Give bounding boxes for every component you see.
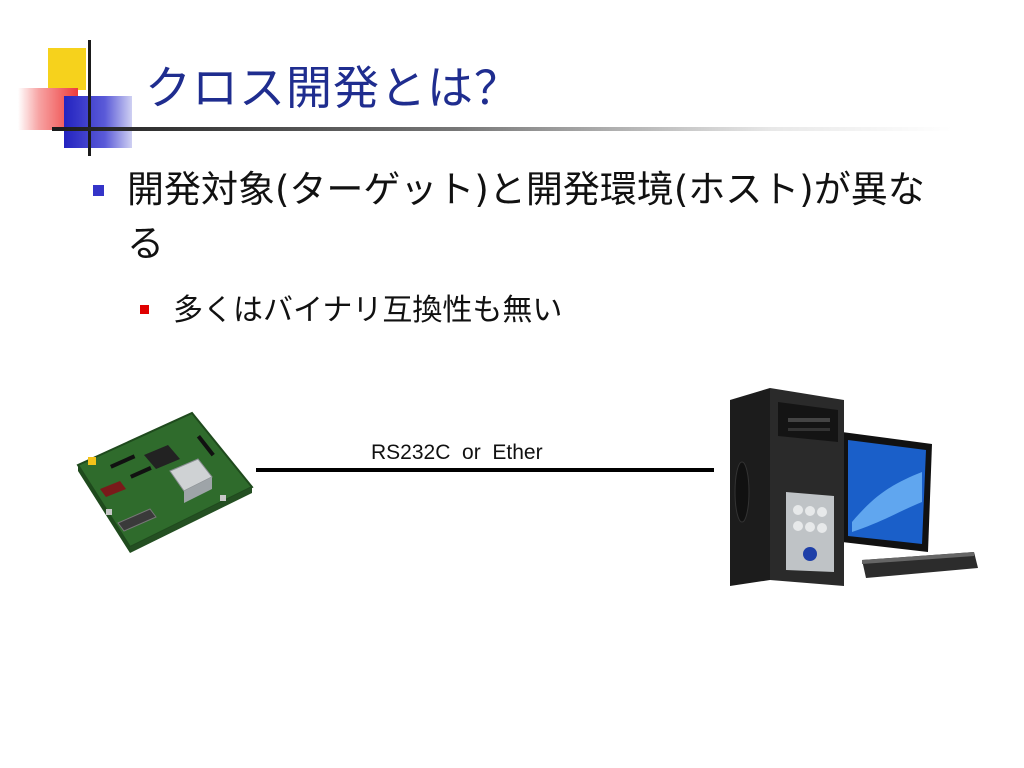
- decor-vertical-line: [88, 40, 91, 156]
- bullet-marker-level2: [140, 305, 149, 314]
- connection-line: [256, 468, 714, 472]
- bullet-text-level1: 開発対象(ターゲット)と開発環境(ホスト)が異なる: [127, 168, 925, 265]
- bullet-text-level2: 多くはバイナリ互換性も無い: [173, 293, 563, 328]
- embedded-board-image: [76, 411, 254, 553]
- decor-yellow-square: [48, 48, 86, 90]
- title-underline: [52, 127, 952, 131]
- decor-blue-square: [64, 96, 132, 148]
- slide-title: クロス開発とは？: [145, 61, 521, 115]
- connection-label: RS232C or Ether: [371, 441, 543, 464]
- desktop-pc-image: [730, 388, 978, 586]
- bullet-marker-level1: [93, 185, 104, 196]
